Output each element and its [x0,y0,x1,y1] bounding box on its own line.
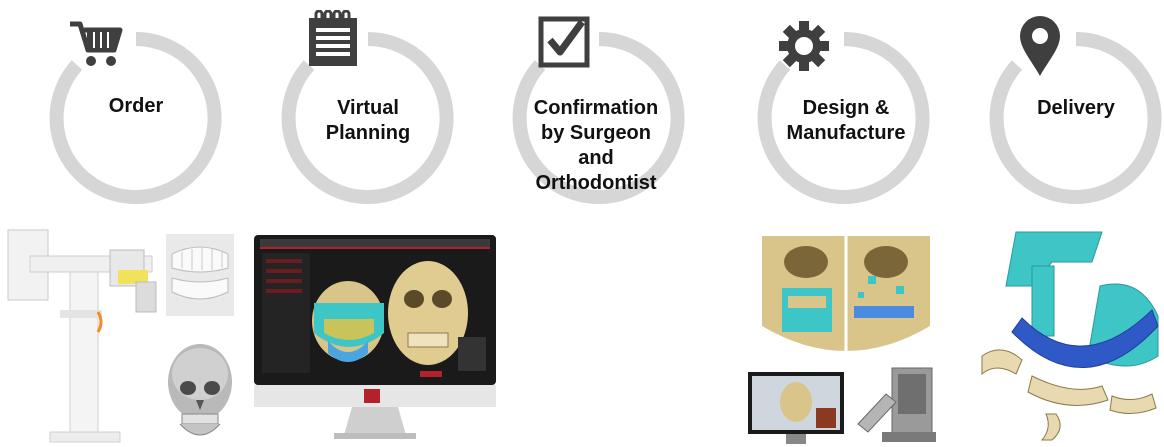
confirmation-label: Confirmation by Surgeon and Orthodontist [533,97,659,194]
dental-model-image [166,234,234,316]
design-manufacture-label: Design & Manufacture [786,97,906,144]
cad-workstation-image [748,372,844,444]
shopping-cart-icon [70,21,123,66]
printed-guides-image [981,231,1159,441]
order-ring [49,32,222,204]
design-manufacture-ring [757,32,930,204]
confirmation-ring [512,32,685,204]
3d-printer-image [857,367,936,442]
gear-icon [779,21,829,71]
delivery-ring [989,32,1162,204]
virtual-planning-ring [281,32,454,204]
skull-scan-image [168,344,232,436]
notepad-icon [309,10,357,66]
surgical-guide-design-image [762,232,930,360]
order-label: Order [108,95,164,117]
planning-software-monitor [254,235,496,439]
checkbox-icon [538,16,590,68]
virtual-planning-label: Virtual Planning [325,97,411,144]
delivery-label: Delivery [1037,97,1115,119]
location-pin-icon [1020,16,1060,76]
ct-scanner-image [7,229,157,443]
